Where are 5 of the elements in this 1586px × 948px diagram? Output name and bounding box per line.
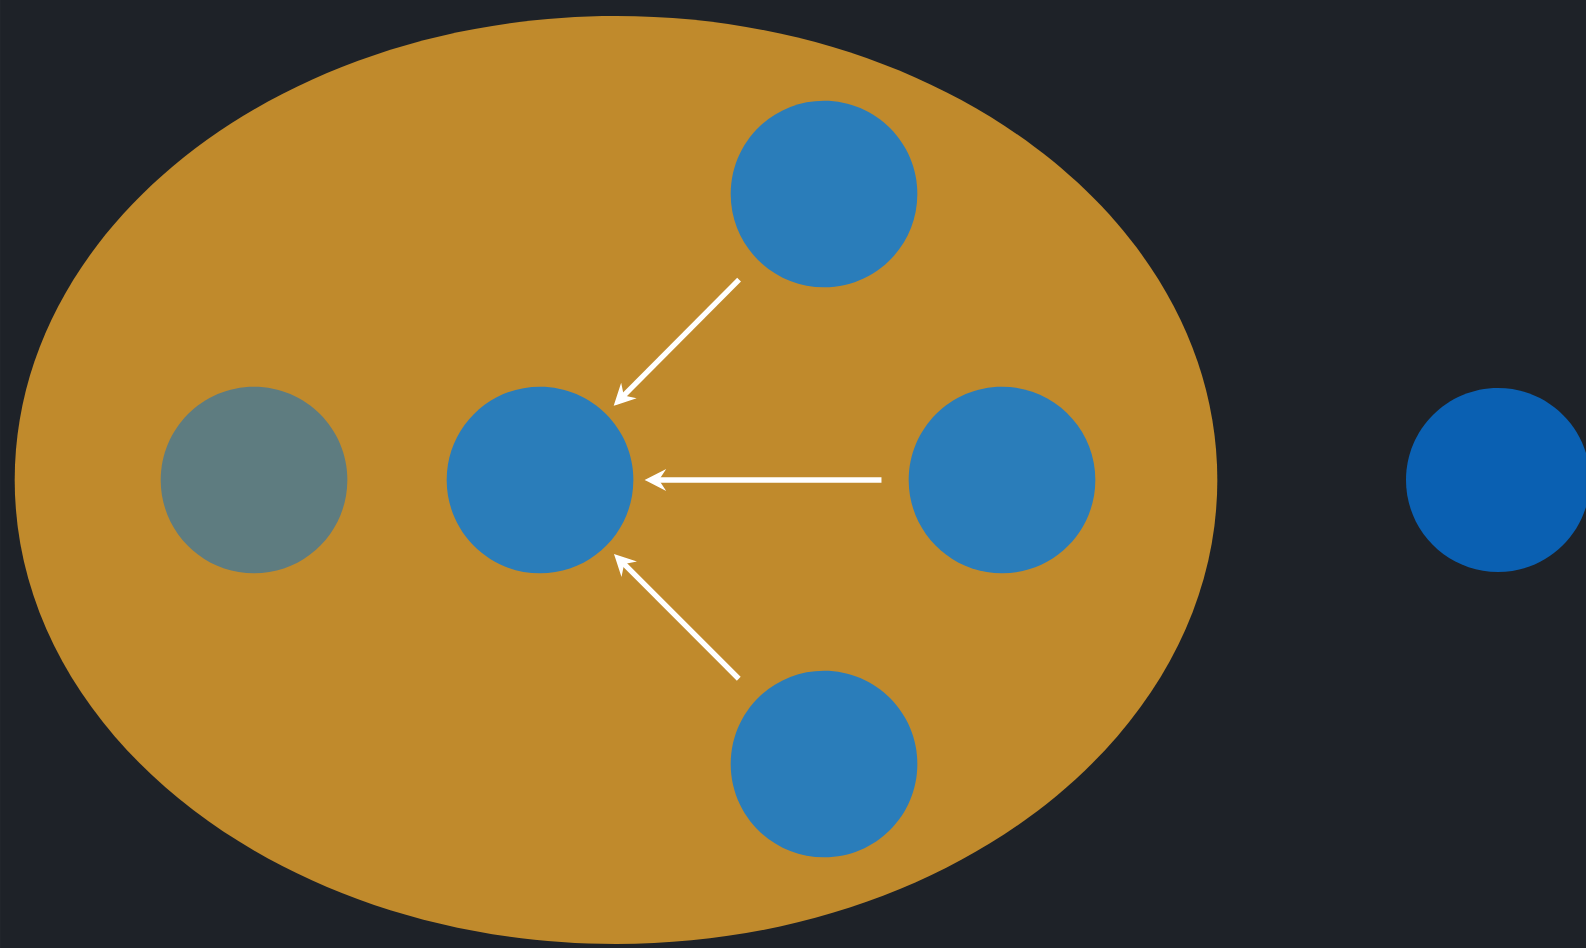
circle-node <box>908 386 1096 574</box>
circle-node <box>730 100 918 288</box>
circle-node <box>730 670 918 858</box>
circle-node <box>160 386 348 574</box>
circle-node <box>446 386 634 574</box>
